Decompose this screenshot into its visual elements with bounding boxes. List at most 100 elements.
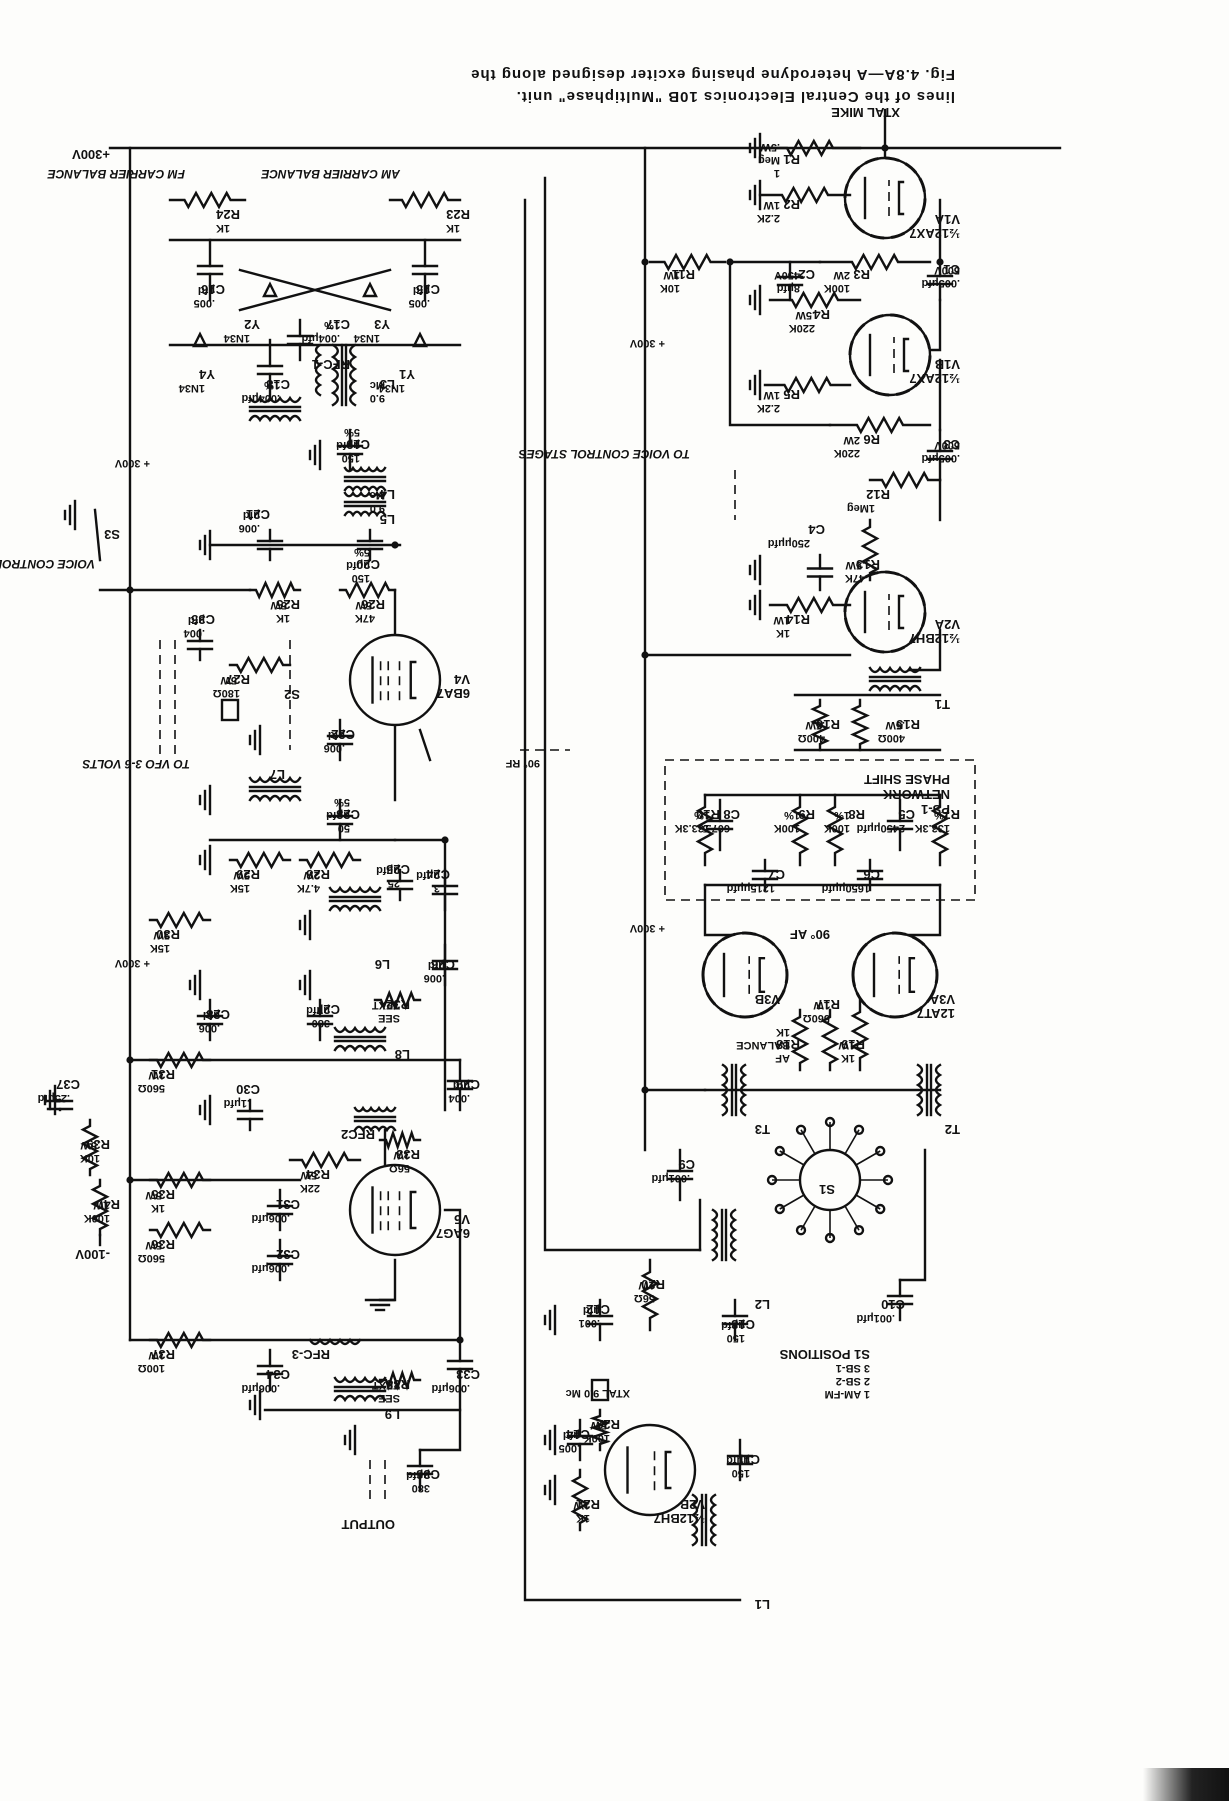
- value-l3v-line: Mc: [370, 379, 385, 391]
- ground-c4: [748, 554, 762, 586]
- junction-dot: [641, 1086, 649, 1094]
- label-c31: C31: [276, 1197, 300, 1212]
- value-r11v-line: 1W: [663, 269, 680, 281]
- label-t2: T2: [945, 1122, 960, 1137]
- capacitor-c30: [236, 1098, 264, 1132]
- label-r21: R21: [576, 1497, 600, 1512]
- label-am: AM CARRIER BALANCE: [260, 167, 401, 181]
- figure-caption-line-2: lines of the Central Electronics 10B "Mu…: [516, 88, 955, 105]
- value-c28v-line: .006: [199, 1022, 220, 1034]
- xfmr-winding: [353, 1125, 397, 1133]
- value-l4v-line: Mc: [370, 489, 385, 501]
- value-c25v-line: 25: [388, 877, 400, 889]
- value-r15v: 400Ω.5W: [878, 719, 905, 744]
- xfmr-winding: [333, 1044, 387, 1053]
- value-c31v: .006μfd: [251, 1212, 290, 1224]
- value-r12v: 1Meg: [847, 502, 875, 514]
- value-r6v-line: 2W: [843, 434, 860, 446]
- junction-dot: [881, 144, 889, 152]
- resistor-r19: [850, 998, 870, 1072]
- switch-s1-contact: [774, 1203, 785, 1215]
- value-r5v-line: 1W: [763, 389, 780, 401]
- value-r3v-line: 2W: [833, 269, 850, 281]
- value-c23v-line: μμfd: [326, 809, 350, 821]
- label-c6: C6: [863, 867, 880, 882]
- value-r39v: 10K.5W: [80, 1139, 100, 1164]
- label-voice: TO VOICE CONTROL STAGES: [519, 447, 690, 461]
- resistor-r34: [288, 1150, 362, 1170]
- switch-s1-contact: [774, 1145, 785, 1157]
- tube-envelope-dashed: [843, 570, 927, 654]
- value-y2v-line: 1N34: [223, 332, 250, 344]
- label-c4: C4: [808, 522, 825, 537]
- label-c10: C10: [881, 1297, 905, 1312]
- ground-r2: [748, 179, 762, 211]
- value-r40v-line: 100K: [84, 1212, 110, 1224]
- label-s1p3: 3 SB-1: [836, 1362, 870, 1374]
- label-r31: R31: [151, 1067, 175, 1082]
- tube-v1b-name: V1B: [935, 357, 960, 372]
- tube-v2b: [603, 1423, 697, 1517]
- value-r28v-line: 2W: [303, 869, 320, 881]
- label-relay: VOICE CONTROL RELAY CONTACTS: [0, 557, 95, 571]
- switch-s1-contact: [875, 1203, 886, 1215]
- value-r14v-line: 1W: [773, 614, 790, 626]
- switch-s1-contact: [875, 1145, 886, 1157]
- value-r14v-line: 1K: [776, 627, 790, 639]
- ground-c19: [308, 439, 322, 471]
- ground-c34: [248, 1389, 262, 1421]
- junction-dot: [126, 1176, 134, 1184]
- junction-dot: [641, 651, 649, 659]
- switch-s1-rotor: [798, 1148, 862, 1212]
- value-c11v-line: 150: [732, 1467, 750, 1479]
- value-c35v: .004μfd: [183, 614, 205, 639]
- label-r1: R1: [783, 152, 800, 167]
- value-r39v-line: 10K: [80, 1152, 100, 1164]
- label-l5: L5: [380, 512, 395, 527]
- value-r25v: 1K.5W: [270, 599, 290, 624]
- tube-v2b-name: V2B: [680, 1497, 705, 1512]
- value-r30v-line: 15K: [150, 942, 170, 954]
- capacitor-c25: [386, 868, 414, 902]
- value-c9v-line: .001μfd: [651, 1172, 690, 1184]
- label-c5: C5: [898, 807, 915, 822]
- xfmr-winding: [868, 684, 922, 693]
- label-r20: R20: [641, 1277, 665, 1292]
- resistor-r29: [228, 850, 292, 870]
- label-l9: L9: [385, 1407, 400, 1422]
- tube-envelope: [348, 1163, 442, 1257]
- transformer-l2: [720, 1208, 728, 1262]
- label-plus-300v-d: + 300V: [114, 957, 150, 969]
- value-c35v-line: .004: [183, 627, 205, 639]
- value-c29v-line: μfd: [453, 1079, 470, 1091]
- resistor-r40: [90, 1178, 110, 1237]
- xfmr-winding: [934, 1063, 943, 1117]
- label-r27: R27: [226, 672, 250, 687]
- label-s2: S2: [284, 687, 300, 702]
- label-c11: C11: [737, 1452, 760, 1467]
- capacitor-c22: [326, 718, 354, 762]
- value-y3v: 1N34: [353, 332, 380, 344]
- value-r9v-line: 1%: [784, 809, 800, 821]
- value-r26v: 47K.5W: [355, 599, 375, 624]
- resistor-r7: [930, 793, 950, 867]
- ground-c37: [43, 1084, 57, 1116]
- capacitor-c37: [46, 1098, 74, 1112]
- value-c8v: 607.5: [702, 822, 730, 834]
- value-r1v: 1Meg.5W: [758, 141, 780, 179]
- value-y3v-line: 1N34: [353, 332, 380, 344]
- tube-v1a: [843, 156, 927, 240]
- capacitor-c12: [586, 1298, 614, 1342]
- tube-v1b-type: ½12AX7: [909, 371, 960, 386]
- value-c15v-line: μfd: [413, 284, 430, 296]
- label-r14: R14: [785, 612, 810, 627]
- tube-envelope-dashed: [701, 931, 789, 1019]
- value-r29v-line: 5W: [233, 869, 250, 881]
- resistor-r13: [860, 518, 880, 582]
- value-r7v-line: 133.3K: [914, 822, 950, 834]
